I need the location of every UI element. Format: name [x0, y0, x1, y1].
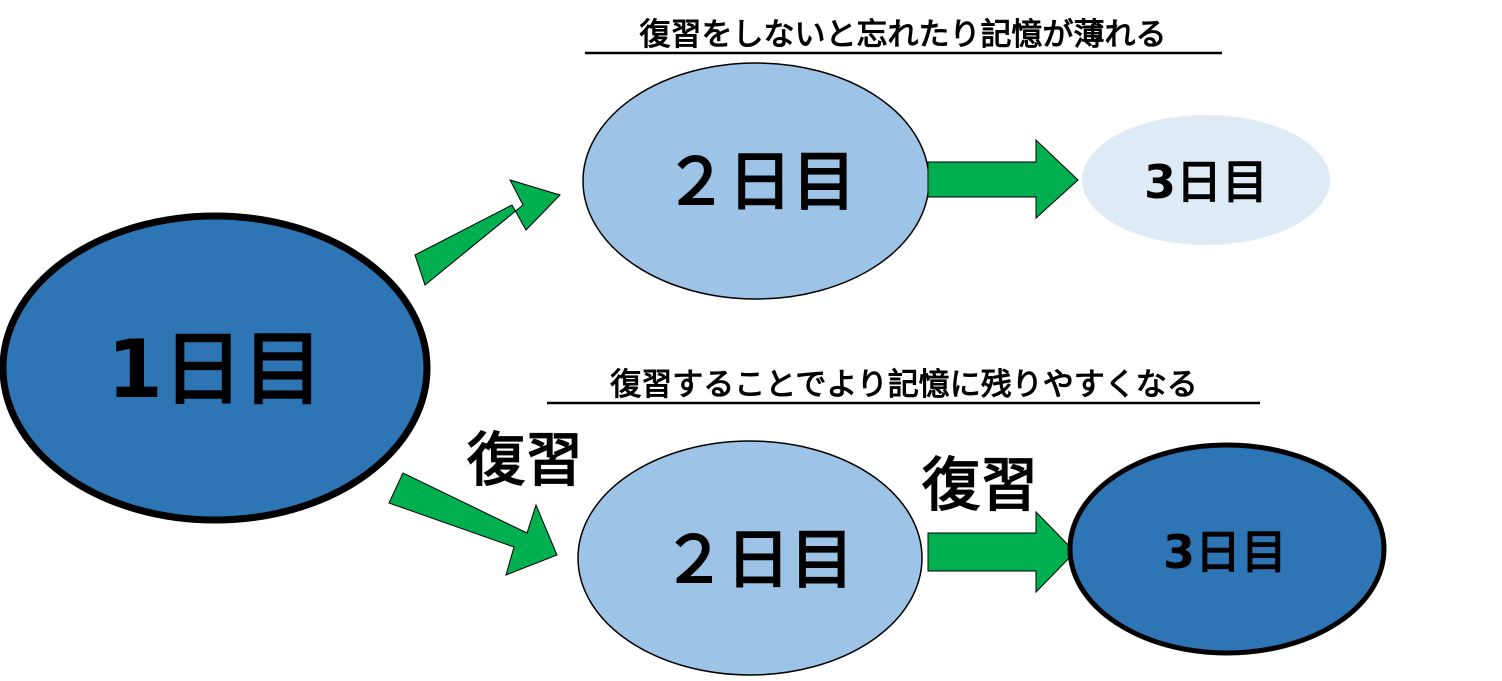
arrow-bottom-day2-to-day3	[927, 510, 1076, 594]
node-bottom-day3	[1067, 442, 1387, 656]
heading-with-review: 復習することでより記憶に残りやすくなる	[609, 367, 1197, 403]
node-day1-label: 1日目	[107, 323, 323, 416]
node-bottom-day2-label: ２日目	[662, 524, 854, 598]
review-label-first: 復習	[466, 426, 583, 494]
node-top-day2-label: ２日目	[664, 146, 856, 220]
node-day1	[0, 212, 431, 524]
node-top-day3	[1082, 115, 1330, 245]
arrow-day1-to-top-day2	[414, 179, 561, 286]
arrow-day1-to-bottom-day2	[388, 472, 558, 576]
node-bottom-day3-label: 3日目	[1163, 525, 1287, 579]
arrow-top-day2-to-day3	[927, 138, 1079, 220]
heading-no-review: 復習をしないと忘れたり記憶が薄れる	[639, 17, 1167, 53]
review-label-second: 復習	[921, 451, 1038, 519]
node-top-day3-label: 3日目	[1144, 155, 1268, 209]
node-bottom-day2	[577, 440, 923, 676]
